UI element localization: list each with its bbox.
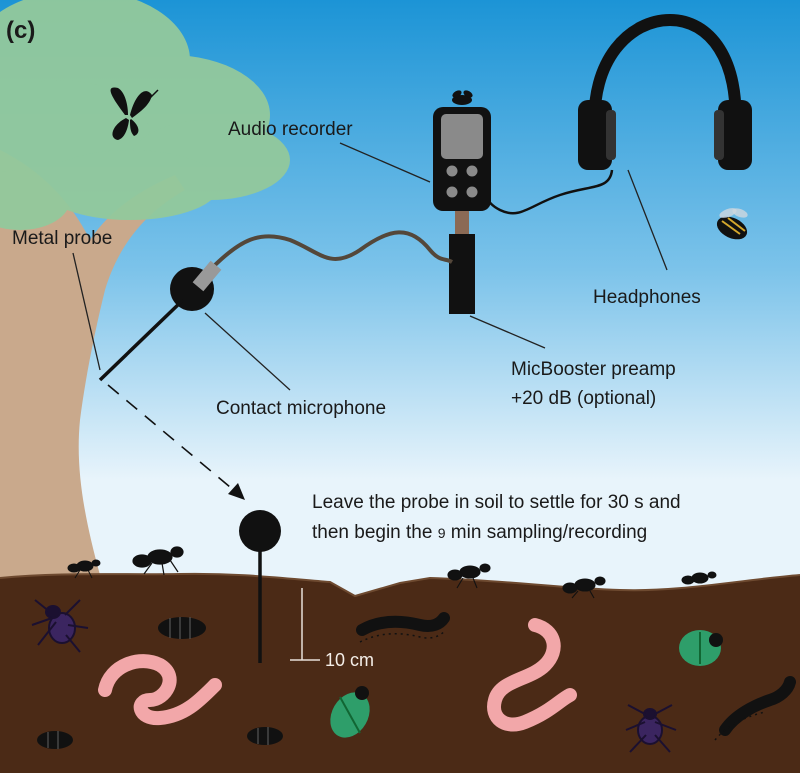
- preamp-icon: [449, 234, 475, 314]
- depth-label: 10 cm: [325, 650, 374, 670]
- fly-icon: [452, 90, 473, 105]
- panel-label: (c): [6, 17, 35, 44]
- millipede-icon: [356, 612, 450, 636]
- instruction-line2: then begin the 9 min sampling/recording: [312, 522, 647, 543]
- millipede-legs: [359, 629, 447, 643]
- spider-icon: [31, 599, 89, 653]
- ant-icon: [67, 559, 101, 579]
- instruction-line2-number: 9: [438, 525, 446, 541]
- bee-icon: [716, 208, 748, 240]
- pillbug-icon: [158, 617, 206, 639]
- preamp-label-line2: +20 dB (optional): [511, 388, 656, 409]
- ant-icon: [447, 563, 491, 589]
- headphones-label: Headphones: [593, 287, 701, 308]
- audio-recorder-label: Audio recorder: [228, 119, 353, 140]
- leader-lines: [72, 142, 668, 391]
- headphones-icon: [578, 13, 752, 170]
- dashed-arrow-line: [107, 384, 237, 493]
- instruction-line2-suffix: min sampling/recording: [446, 522, 648, 543]
- butterfly-icon: [110, 87, 159, 140]
- instruction-line1: Leave the probe in soil to settle for 30…: [312, 492, 681, 513]
- spider-icon: [625, 704, 677, 753]
- inserted-probe: [239, 510, 281, 663]
- ground-line: [0, 572, 800, 598]
- metal-probe: [98, 298, 185, 382]
- pillbug-icon: [37, 731, 73, 749]
- depth-marker: [290, 588, 320, 661]
- arrow-head-icon: [228, 483, 245, 500]
- metal-probe-label: Metal probe: [12, 228, 112, 249]
- microphone-cable: [210, 230, 453, 270]
- ant-icon: [562, 576, 606, 599]
- tree-trunk: [0, 150, 185, 580]
- pillbug-icon: [247, 727, 283, 745]
- contact-microphone-label: Contact microphone: [216, 398, 386, 419]
- preamp-label-line1: MicBooster preamp: [511, 359, 676, 380]
- millipede-icon: [719, 676, 796, 736]
- audio-recorder-icon: [433, 107, 491, 235]
- beetle-icon: [679, 630, 723, 666]
- ant-icon: [681, 571, 717, 585]
- instruction-line2-prefix: then begin the: [312, 522, 438, 543]
- millipede-legs: [714, 711, 766, 741]
- earthworm-icon: [487, 618, 577, 732]
- earthworm-icon: [98, 654, 222, 726]
- ant-icon: [132, 546, 184, 576]
- beetle-icon: [330, 686, 370, 738]
